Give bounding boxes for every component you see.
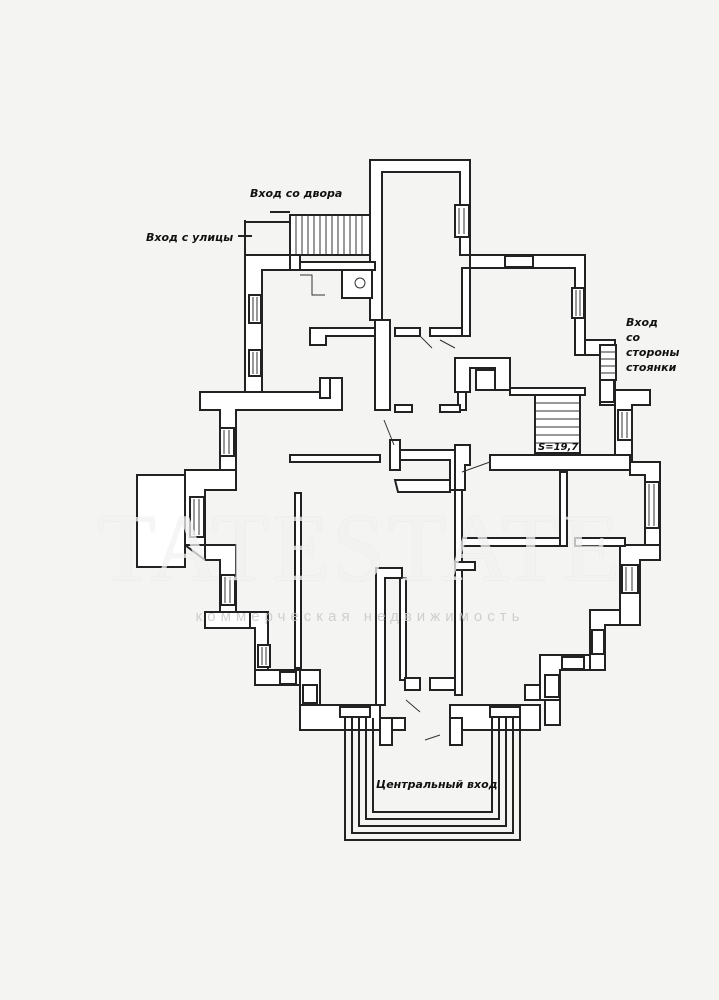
label-parking-entrance-3: стороны	[626, 346, 680, 359]
label-area-note: S=19,7	[538, 442, 579, 453]
parking-stairs	[599, 344, 617, 381]
north-tower-walls	[369, 159, 471, 321]
label-parking-entrance-4: стоянки	[626, 361, 677, 374]
label-street-entrance: Вход с улицы	[146, 231, 234, 244]
label-parking-entrance-2: со	[626, 331, 641, 344]
label-yard-entrance: Вход со двора	[250, 187, 343, 200]
west-annex	[136, 474, 186, 568]
door-swings	[383, 335, 491, 741]
watermark-tagline: коммерческая недвижимость	[195, 608, 525, 625]
interior-walls	[289, 254, 631, 746]
central-entrance-steps	[344, 718, 521, 841]
watermark-brand: TATESTATE	[97, 494, 623, 601]
label-main-entrance: Центральный вход	[376, 778, 498, 791]
window-markers	[189, 255, 660, 718]
yard-stairs	[289, 214, 371, 256]
entrance-markers	[238, 211, 290, 255]
label-parking-entrance-1: Вход	[626, 316, 658, 329]
interior-stairs	[534, 394, 581, 454]
